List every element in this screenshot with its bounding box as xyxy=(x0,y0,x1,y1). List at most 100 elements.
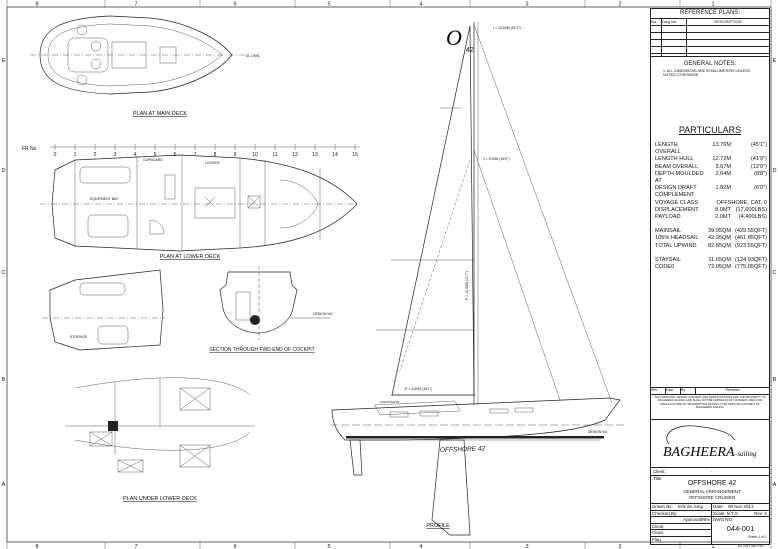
particular-label: DISPLACEMENT xyxy=(655,206,699,213)
particular-imperial: (923.55QFT) xyxy=(734,242,767,249)
drawing-info: Drawn By: Erik de Jong Checked By: Appro… xyxy=(651,503,769,545)
particular-label: LENGTH OVERALL xyxy=(655,142,681,156)
sail-logo-sub: 42 xyxy=(466,47,474,54)
grid-column-label: 8 xyxy=(35,2,38,8)
sheet-border xyxy=(6,6,772,543)
particular-metric: 13.76M xyxy=(712,142,731,148)
ref-col-dwg: Dwg No. xyxy=(662,19,687,25)
frame-number: 15 xyxy=(352,152,358,158)
frame-number: 10 xyxy=(252,152,258,158)
grid-row-label: B xyxy=(773,377,777,383)
remarks-col: Remarks xyxy=(725,388,740,392)
particular-label: TOTAL UPWIND xyxy=(655,242,697,249)
particular-imperial: (8'8") xyxy=(753,170,767,177)
grid-row-label: A xyxy=(773,482,777,488)
particulars-list: LENGTH OVERALL 13.76M (45'1") LENGTH HULL 12… xyxy=(655,142,767,271)
particular-label: PAYLOAD xyxy=(655,214,681,221)
date-col: Date xyxy=(666,388,681,394)
particular-metric: 8.0MT xyxy=(715,206,731,213)
ref-col-desc: DESCRIPTION xyxy=(714,19,742,24)
date-value: 08 Nov 2013 xyxy=(728,504,754,509)
particular-label: LENGTH HULL xyxy=(655,156,694,163)
particular-imperial: (45'1") xyxy=(750,142,767,148)
hull-name: OFFSHORE 42 xyxy=(440,445,486,454)
grid-column-label: 3 xyxy=(525,544,528,549)
particular-imperial xyxy=(731,192,767,199)
particular-imperial xyxy=(731,221,767,228)
e-dimension: E = 4.60M (15'1") xyxy=(405,387,432,391)
client-label: Client: xyxy=(653,469,666,474)
grid-row-label: B xyxy=(2,377,6,383)
under-lower-deck-title: PLAN UNDER LOWER DECK xyxy=(123,496,197,502)
class-label: Class xyxy=(651,530,711,537)
particular-imperial: (124.93QFT) xyxy=(734,256,767,263)
title-main: OFFSHORE 42 xyxy=(687,480,737,487)
particular-metric xyxy=(705,192,731,199)
panther-icon xyxy=(666,425,736,445)
revision-header: Rev Date By Remarks xyxy=(651,387,769,395)
title-sub2: OFFSHORE CRUISER xyxy=(688,495,736,500)
particular-metric: 72.05QM xyxy=(707,264,731,271)
frame-number: 2 xyxy=(94,152,97,158)
title-label: Title: xyxy=(653,476,663,481)
grid-column-label: 7 xyxy=(134,2,137,8)
portlights-label: PORTLIGHTS xyxy=(380,400,399,404)
grid-column-label: 7 xyxy=(134,544,137,549)
rev-label: Rev: 0 xyxy=(753,510,767,516)
grid-row-label: E xyxy=(773,58,777,64)
grid-row-label: A xyxy=(2,482,6,488)
dwg-no-label: DWG NO: xyxy=(713,517,734,522)
general-notes-title: GENERAL NOTES: xyxy=(683,61,737,67)
particular-label xyxy=(655,221,705,228)
profile-dwl-label: DESIGN WL xyxy=(588,430,608,434)
particular-metric: 12.72M xyxy=(712,156,731,163)
scale-label: Scale: N.T.S. xyxy=(713,510,740,516)
particular-imperial xyxy=(731,250,767,257)
storage-label: STORAGE xyxy=(70,335,88,339)
grid-column-label: 1 xyxy=(711,544,714,549)
forestay xyxy=(473,24,613,404)
approval-label: Approval/Rev xyxy=(651,517,711,524)
keel xyxy=(431,439,471,536)
client-row: Client: - xyxy=(651,467,769,476)
particular-imperial: (461.85QFT) xyxy=(734,235,767,242)
sail-logo: O xyxy=(446,25,462,50)
rudder xyxy=(349,439,363,476)
particular-row: COMPLEMENT xyxy=(655,192,767,199)
frame-number: 4 xyxy=(134,152,137,158)
grid-column-label: 1 xyxy=(711,2,714,8)
i-dimension: I = 15.63M (51'3") xyxy=(493,26,521,30)
particular-metric: 1.82M xyxy=(715,185,731,192)
mainsail xyxy=(391,25,475,396)
grid-column-label: 2 xyxy=(618,2,621,8)
particular-label: CODE0 xyxy=(655,264,675,271)
locker-label: LOCKER xyxy=(205,161,220,165)
grid-column-label: 4 xyxy=(419,544,422,549)
date-label: Date: xyxy=(713,504,724,509)
particular-row: LENGTH OVERALL 13.76M (45'1") xyxy=(655,142,767,156)
title-sub1: GENERAL ARRANGEMENT xyxy=(683,489,741,494)
particular-label: DEPTH MOULDED AT xyxy=(655,170,704,185)
particular-row: DESIGN DRAFT 1.82M (6'0") xyxy=(655,185,767,192)
particular-label: DESIGN DRAFT xyxy=(655,185,697,192)
frame-number: 0 xyxy=(54,152,57,158)
grid-column-label: 5 xyxy=(327,2,330,8)
lower-deck-title: PLAN AT LOWER DECK xyxy=(160,254,221,260)
particular-imperial: (775.05QFT) xyxy=(734,264,767,271)
grid-row-label: E xyxy=(2,58,6,64)
particular-metric: 3.67M xyxy=(715,163,731,170)
particular-imperial: (6'0") xyxy=(753,185,767,192)
cupboard-label: CUPBOARD xyxy=(143,158,163,162)
frame-number: 12 xyxy=(292,152,298,158)
frame-number: 14 xyxy=(332,152,338,158)
title-row: Title: OFFSHORE 42 GENERAL ARRANGEMENT O… xyxy=(651,475,769,503)
checked-by-label: Checked By: xyxy=(651,511,711,517)
